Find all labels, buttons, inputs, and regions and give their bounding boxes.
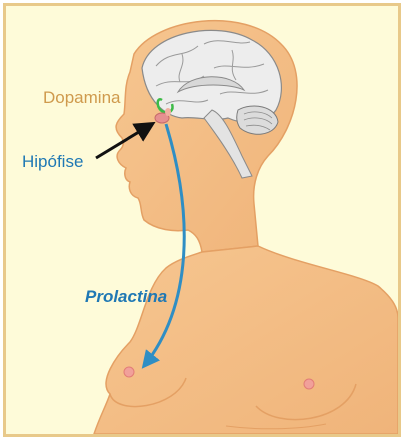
- nipple-right: [304, 379, 314, 389]
- diagram-frame: Dopamina Hipófise Prolactina: [3, 3, 401, 437]
- label-prolactina: Prolactina: [85, 287, 167, 307]
- anatomy-illustration: [6, 6, 398, 434]
- pituitary-stalk: [165, 108, 171, 116]
- nipple-left: [124, 367, 134, 377]
- label-dopamina: Dopamina: [43, 88, 121, 108]
- label-hipofise: Hipófise: [22, 152, 83, 172]
